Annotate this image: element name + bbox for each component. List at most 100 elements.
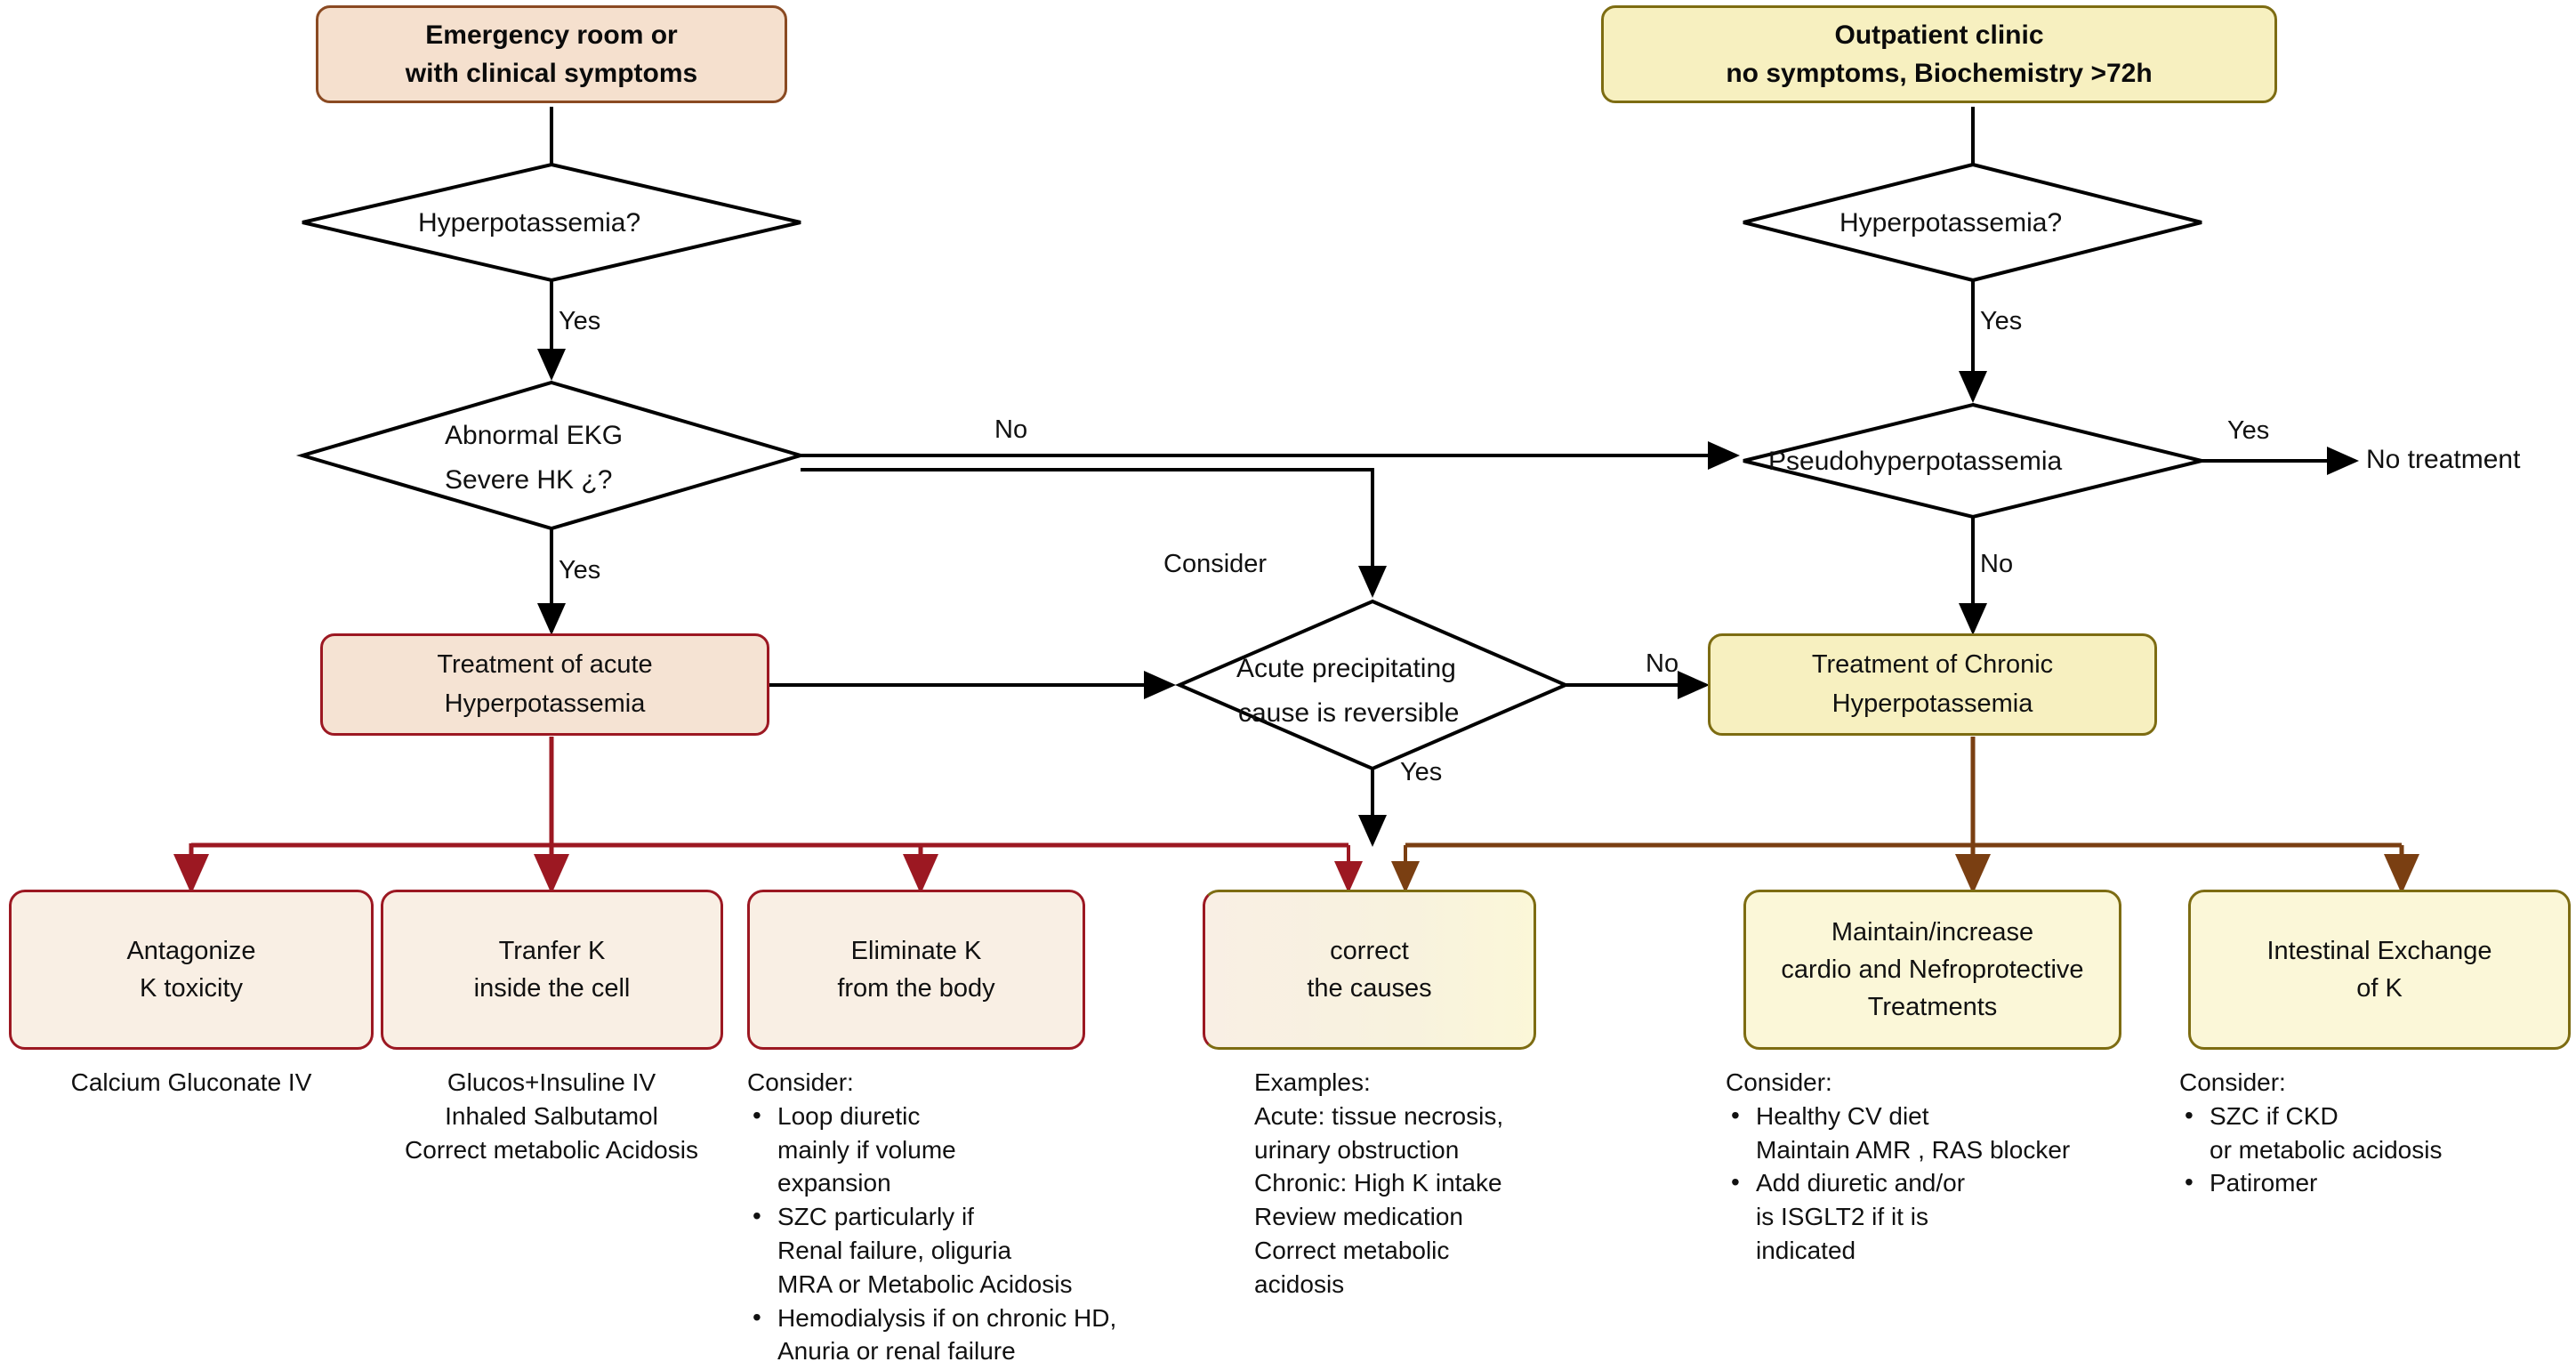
leaf-correct-line2: the causes bbox=[1307, 974, 1432, 1003]
note-intestinal-b2-l1: Patiromer bbox=[2210, 1169, 2318, 1197]
leaf-eliminate-k-from-body[interactable]: Eliminate K from the body bbox=[747, 890, 1085, 1050]
edge-label-yes-right-top: Yes bbox=[1980, 307, 2023, 335]
note-intestinal: Consider: • SZC if CKD or metabolic acid… bbox=[2179, 1066, 2571, 1200]
edge-label-no-reversible: No bbox=[1646, 649, 1679, 678]
edge-label-yes-pseudo: Yes bbox=[2227, 416, 2270, 445]
header-outpatient-clinic[interactable]: Outpatient clinic no symptoms, Biochemis… bbox=[1601, 5, 2277, 103]
list-item: • Loop diuretic mainly if volume expansi… bbox=[747, 1100, 1210, 1200]
note-intestinal-head: Consider: bbox=[2179, 1068, 2286, 1096]
note-maintain-b1-l2: Maintain AMR , RAS blocker bbox=[1756, 1135, 2071, 1164]
list-item: • Add diuretic and/or is ISGLT2 if it is… bbox=[1726, 1166, 2170, 1267]
treatment-acute-line1: Treatment of acute bbox=[437, 650, 653, 679]
note-transfer-line1: Glucos+Insuline IV bbox=[447, 1068, 656, 1096]
note-eliminate-b3-l1: Hemodialysis if on chronic HD, bbox=[777, 1303, 1117, 1332]
edge-label-yes-left-top: Yes bbox=[559, 307, 601, 335]
edge-label-no-pseudo: No bbox=[1980, 550, 2014, 578]
list-item: • Healthy CV diet Maintain AMR , RAS blo… bbox=[1726, 1100, 2170, 1167]
leaf-maintain-cardio-nefroprotective[interactable]: Maintain/increase cardio and Nefroprotec… bbox=[1743, 890, 2121, 1050]
bullet-glyph: • bbox=[2185, 1168, 2194, 1197]
note-eliminate-b2-l3: MRA or Metabolic Acidosis bbox=[777, 1269, 1073, 1298]
decision-abnormal-ekg-line1[interactable]: Abnormal EKG bbox=[445, 421, 624, 450]
note-maintain-head: Consider: bbox=[1726, 1068, 1832, 1096]
note-maintain-b1-l1: Healthy CV diet bbox=[1756, 1101, 1929, 1130]
leaf-maintain-line1: Maintain/increase bbox=[1831, 917, 2034, 947]
note-maintain: Consider: • Healthy CV diet Maintain AMR… bbox=[1726, 1066, 2170, 1268]
note-maintain-list: • Healthy CV diet Maintain AMR , RAS blo… bbox=[1726, 1100, 2170, 1268]
bullet-glyph: • bbox=[1731, 1168, 1740, 1197]
note-eliminate-head: Consider: bbox=[747, 1068, 854, 1096]
note-correct-line1: Acute: tissue necrosis, bbox=[1254, 1101, 1504, 1130]
note-intestinal-b1-l1: SZC if CKD bbox=[2210, 1101, 2339, 1130]
note-eliminate-b2-l1: SZC particularly if bbox=[777, 1203, 974, 1231]
treatment-acute-line2: Hyperpotassemia bbox=[444, 689, 646, 718]
note-antagonize-line1: Calcium Gluconate IV bbox=[70, 1068, 312, 1096]
treatment-chronic-line2: Hyperpotassemia bbox=[1831, 689, 2033, 718]
leaf-antagonize-k-toxicity[interactable]: Antagonize K toxicity bbox=[9, 890, 374, 1050]
edge-label-no-ekg: No bbox=[994, 415, 1028, 444]
leaf-transfer-k-inside-cell[interactable]: Tranfer K inside the cell bbox=[381, 890, 723, 1050]
treatment-chronic-box[interactable]: Treatment of Chronic Hyperpotassemia bbox=[1708, 633, 2157, 736]
note-eliminate: Consider: • Loop diuretic mainly if volu… bbox=[747, 1066, 1210, 1368]
edge-label-consider: Consider bbox=[1163, 550, 1268, 578]
treatment-acute-box[interactable]: Treatment of acute Hyperpotassemia bbox=[320, 633, 769, 736]
note-intestinal-list: • SZC if CKD or metabolic acidosis • Pat… bbox=[2179, 1100, 2571, 1200]
note-eliminate-b1-l2: mainly if volume bbox=[777, 1135, 956, 1164]
bullet-glyph: • bbox=[2185, 1100, 2194, 1129]
header-emergency-room[interactable]: Emergency room or with clinical symptoms bbox=[316, 5, 787, 103]
leaf-maintain-line2: cardio and Nefroprotective bbox=[1781, 955, 2084, 984]
list-item: • SZC particularly if Renal failure, oli… bbox=[747, 1200, 1210, 1301]
note-transfer: Glucos+Insuline IV Inhaled Salbutamol Co… bbox=[374, 1066, 729, 1166]
list-item: • Hemodialysis if on chronic HD, Anuria … bbox=[747, 1302, 1210, 1369]
bullet-glyph: • bbox=[753, 1302, 761, 1331]
note-intestinal-b1-l2: or metabolic acidosis bbox=[2210, 1135, 2443, 1164]
note-maintain-b2-l2: is ISGLT2 if it is bbox=[1756, 1203, 1928, 1231]
note-correct-line4: Review medication bbox=[1254, 1203, 1463, 1231]
note-correct-causes: Examples: Acute: tissue necrosis, urinar… bbox=[1254, 1066, 1628, 1302]
leaf-intestinal-exchange-of-k[interactable]: Intestinal Exchange of K bbox=[2188, 890, 2571, 1050]
note-eliminate-b3-l2: Anuria or renal failure bbox=[777, 1337, 1016, 1366]
edge-label-yes-reversible: Yes bbox=[1400, 758, 1443, 786]
leaf-transfer-line1: Tranfer K bbox=[498, 936, 606, 965]
note-maintain-b2-l3: indicated bbox=[1756, 1236, 1856, 1264]
header-emergency-line1: Emergency room or bbox=[425, 20, 678, 50]
note-correct-line6: acidosis bbox=[1254, 1269, 1345, 1298]
decision-right-hyperpotassemia[interactable]: Hyperpotassemia? bbox=[1839, 208, 2063, 238]
leaf-eliminate-line2: from the body bbox=[837, 974, 995, 1003]
decision-reversible-line1[interactable]: Acute precipitating bbox=[1236, 654, 1456, 683]
header-outpatient-line2: no symptoms, Biochemistry >72h bbox=[1726, 59, 2153, 88]
edge-label-yes-left-mid: Yes bbox=[559, 556, 601, 584]
bullet-glyph: • bbox=[753, 1100, 761, 1129]
header-emergency-line2: with clinical symptoms bbox=[405, 59, 698, 88]
leaf-eliminate-line1: Eliminate K bbox=[850, 936, 982, 965]
leaf-transfer-line2: inside the cell bbox=[473, 974, 631, 1003]
bullet-glyph: • bbox=[753, 1202, 761, 1230]
leaf-intestinal-line2: of K bbox=[2356, 974, 2403, 1003]
note-eliminate-b1-l3: expansion bbox=[777, 1169, 891, 1197]
leaf-intestinal-line1: Intestinal Exchange bbox=[2266, 936, 2492, 965]
note-correct-line2: urinary obstruction bbox=[1254, 1135, 1460, 1164]
decision-abnormal-ekg-line2[interactable]: Severe HK ¿? bbox=[445, 465, 613, 495]
decision-pseudohyperpotassemia[interactable]: Pseudohyperpotassemia bbox=[1768, 447, 2063, 476]
note-eliminate-b2-l2: Renal failure, oliguria bbox=[777, 1236, 1012, 1264]
treatment-chronic-line1: Treatment of Chronic bbox=[1811, 650, 2054, 679]
leaf-correct-the-causes[interactable]: correct the causes bbox=[1203, 890, 1536, 1050]
note-correct-line3: Chronic: High K intake bbox=[1254, 1169, 1502, 1197]
bullet-glyph: • bbox=[1731, 1100, 1740, 1129]
note-correct-line5: Correct metabolic bbox=[1254, 1236, 1450, 1264]
note-maintain-b2-l1: Add diuretic and/or bbox=[1756, 1169, 1966, 1197]
note-transfer-line3: Correct metabolic Acidosis bbox=[405, 1135, 698, 1164]
note-antagonize: Calcium Gluconate IV bbox=[9, 1066, 374, 1100]
note-eliminate-list: • Loop diuretic mainly if volume expansi… bbox=[747, 1100, 1210, 1368]
note-transfer-line2: Inhaled Salbutamol bbox=[445, 1101, 658, 1130]
header-outpatient-line1: Outpatient clinic bbox=[1834, 20, 2044, 50]
list-item: • Patiromer bbox=[2179, 1166, 2571, 1200]
leaf-maintain-line3: Treatments bbox=[1867, 993, 1998, 1022]
note-eliminate-b1-l1: Loop diuretic bbox=[777, 1101, 921, 1130]
leaf-antagonize-line1: Antagonize bbox=[126, 936, 256, 965]
list-item: • SZC if CKD or metabolic acidosis bbox=[2179, 1100, 2571, 1167]
note-correct-head: Examples: bbox=[1254, 1068, 1371, 1096]
decision-reversible-line2[interactable]: cause is reversible bbox=[1238, 698, 1460, 728]
decision-left-hyperpotassemia[interactable]: Hyperpotassemia? bbox=[418, 208, 641, 238]
